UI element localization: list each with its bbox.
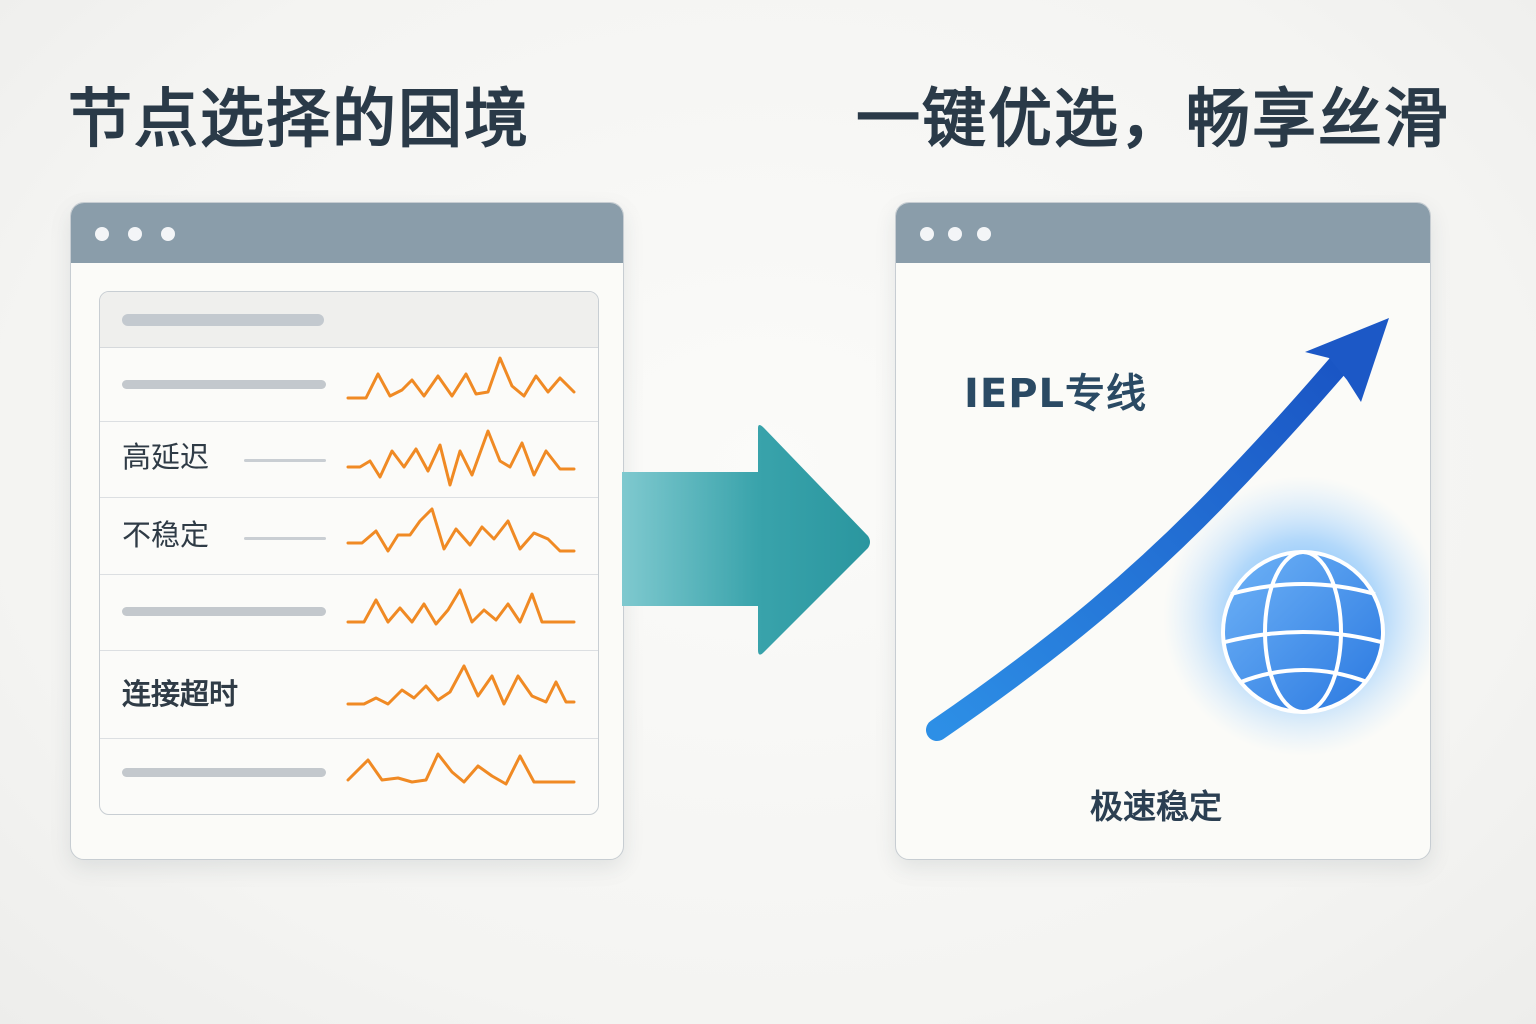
latency-wave	[346, 429, 576, 487]
label-divider	[244, 459, 326, 462]
node-name-placeholder	[122, 607, 326, 616]
window-dot-icon	[948, 227, 962, 241]
window-dot-icon	[95, 227, 109, 241]
node-row-unstable[interactable]: 不稳定	[100, 497, 598, 575]
node-name-placeholder	[122, 380, 326, 389]
timeout-label: 连接超时	[122, 677, 239, 711]
window-titlebar	[71, 203, 623, 263]
list-header	[100, 292, 598, 348]
node-row[interactable]	[100, 738, 598, 814]
window-titlebar	[896, 203, 1430, 263]
unstable-label: 不稳定	[122, 518, 210, 552]
node-selection-window: 高延迟 不稳定 连接超时	[70, 202, 624, 860]
label-divider	[244, 537, 326, 540]
window-dot-icon	[128, 227, 142, 241]
window-dot-icon	[920, 227, 934, 241]
latency-wave	[346, 752, 576, 786]
transition-arrow-icon	[622, 425, 870, 655]
node-row[interactable]	[100, 574, 598, 651]
node-row-high-latency[interactable]: 高延迟	[100, 421, 598, 498]
latency-wave	[346, 588, 576, 626]
growth-arrow-graphic	[926, 318, 1429, 756]
latency-wave	[346, 507, 576, 553]
node-list: 高延迟 不稳定 连接超时	[99, 291, 599, 815]
latency-wave	[346, 356, 576, 400]
high-latency-label: 高延迟	[122, 440, 210, 474]
window-dot-icon	[161, 227, 175, 241]
line-type-label: IEPL专线	[964, 371, 1148, 417]
node-name-placeholder	[122, 768, 326, 777]
header-placeholder	[122, 314, 324, 326]
growth-arrow-head	[1305, 318, 1389, 402]
window-dot-icon	[977, 227, 991, 241]
left-title: 节点选择的困境	[68, 83, 530, 157]
right-title: 一键优选，畅享丝滑	[856, 83, 1450, 157]
node-row[interactable]	[100, 347, 598, 422]
speed-stable-label: 极速稳定	[1090, 787, 1222, 826]
node-row-timeout[interactable]: 连接超时	[100, 650, 598, 739]
latency-wave	[346, 664, 576, 706]
globe-icon	[1221, 550, 1385, 714]
growth-arrow-shaft	[926, 351, 1352, 741]
